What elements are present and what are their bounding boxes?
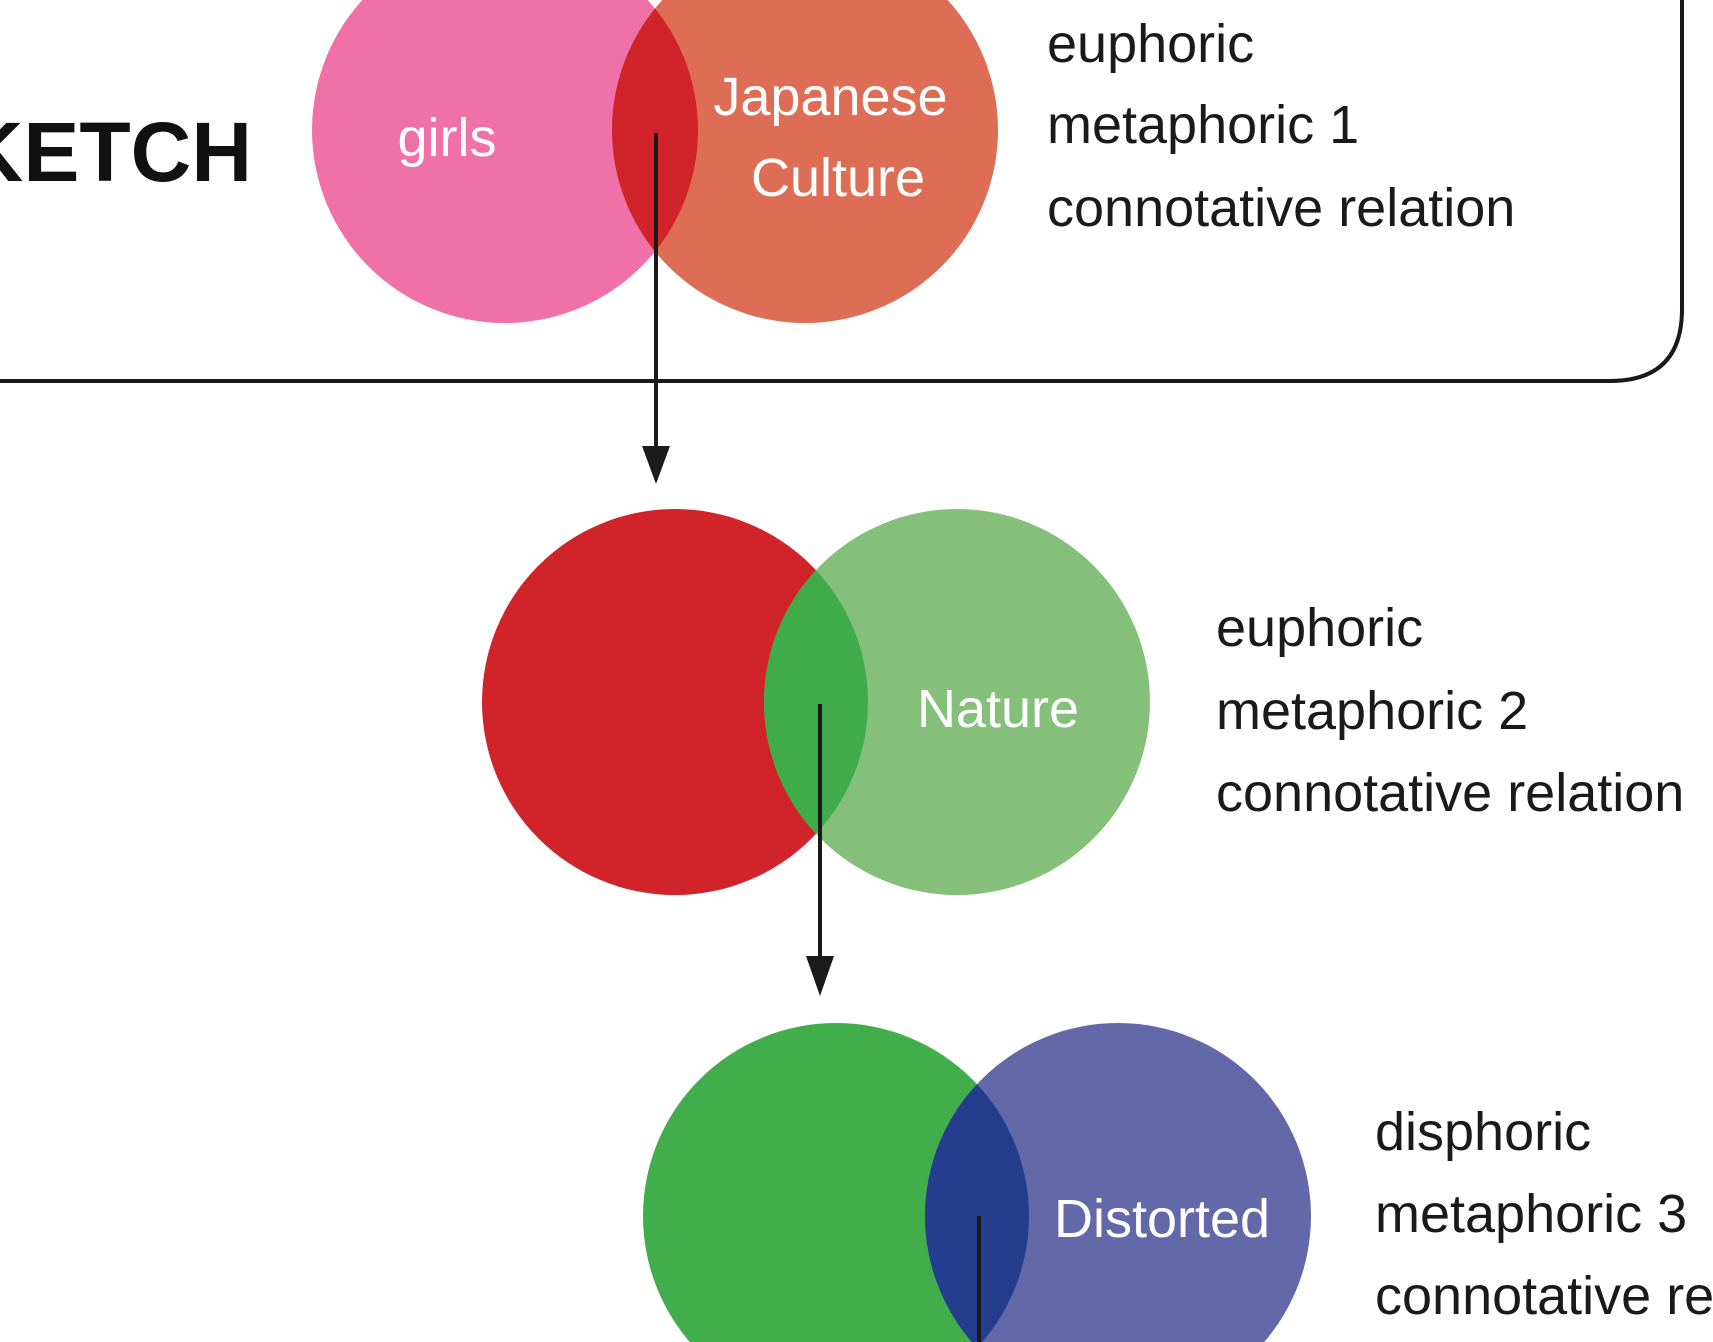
arrow-stage-1-to-2: [642, 133, 670, 484]
arrow-stage-2-to-3: [806, 704, 834, 996]
stage-3-side-text: disphoric metaphoric 3 connotative relat…: [1375, 1102, 1713, 1326]
stage-3-right-label: Distorted: [1054, 1189, 1270, 1249]
stage-3-venn: [643, 1023, 1311, 1342]
stage-frame: [0, 0, 1684, 383]
stage-2-venn: [482, 509, 1150, 895]
stage-1-venn: [312, 0, 998, 323]
section-title: KETCH: [0, 105, 252, 199]
stage-2-left-circle: [482, 509, 868, 895]
stage-2-side-text: euphoric metaphoric 2 connotative relati…: [1216, 598, 1684, 823]
stage-1-left-label: girls: [397, 108, 496, 168]
stage-1-side-text: euphoric metaphoric 1 connotative relati…: [1047, 14, 1515, 238]
stage-2-right-label: Nature: [917, 679, 1079, 739]
stage-1-right-label: Japanese Culture: [713, 67, 962, 208]
stage-1-left-circle: [312, 0, 698, 323]
stage-2-right-circle: [764, 509, 1150, 895]
stage-1-right-circle: [612, 0, 998, 323]
